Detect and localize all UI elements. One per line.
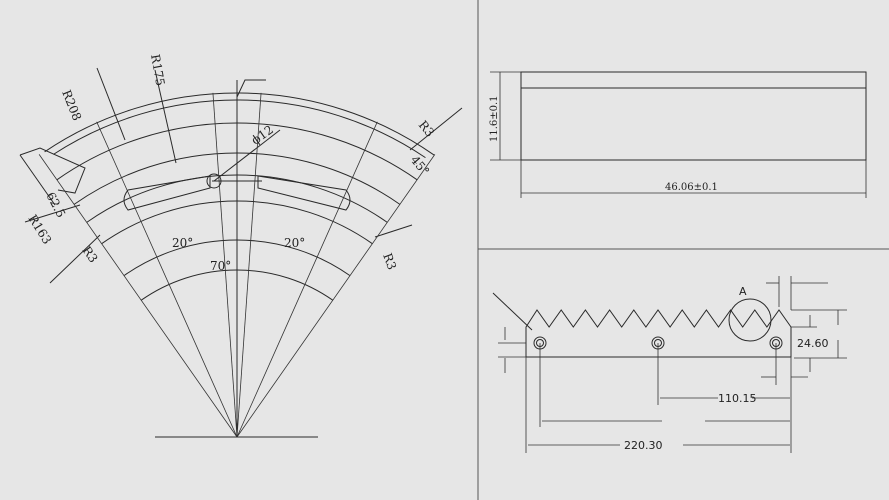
arc-dim-20 (123, 239, 351, 277)
radial-line (38, 154, 238, 438)
arc-r175 (56, 122, 418, 181)
label-r163: R163 (25, 212, 54, 247)
dim-62-5-line (19, 154, 56, 206)
dim-r3-left-line (49, 234, 101, 284)
arc-r163 (101, 200, 373, 245)
dim-r3-right-line (374, 224, 413, 238)
hole-phi12 (206, 173, 222, 189)
label-r175: R175 (148, 53, 167, 87)
radial-line (236, 154, 436, 438)
arc-outer (44, 92, 435, 156)
dim-45-line (409, 107, 463, 151)
arc-slot (86, 174, 388, 223)
label-r208: R208 (59, 88, 84, 123)
r175-leader (154, 69, 177, 164)
label-r3-top: R3 (416, 118, 437, 140)
label-24-60: 24.60 (797, 337, 829, 350)
chamfer-left (19, 147, 86, 194)
arc-mid (73, 152, 401, 205)
label-detail-a: A (739, 285, 747, 298)
leader-top (236, 79, 266, 98)
radial-line (96, 121, 238, 438)
slot-right (257, 175, 351, 211)
label-r3-left: R3 (80, 244, 101, 266)
fan-segment-drawing: R208 R175 62.5 R163 R3 ϕ12 R3 45° R3 20°… (19, 53, 463, 438)
detail-circle-a (728, 298, 772, 342)
rack-leader (492, 292, 533, 331)
label-45deg: 45° (408, 153, 432, 178)
phi12-leader (213, 129, 281, 182)
label-70deg: 70° (210, 259, 231, 273)
r208-leader (96, 67, 126, 141)
arc-dim-70 (140, 269, 334, 301)
label-110-15: 110.15 (718, 392, 757, 405)
bar-outline (520, 71, 867, 161)
rack-drawing: A 110.15 220.30 24.60 (492, 276, 847, 453)
dim-r163-line (24, 204, 81, 223)
bar-drawing: 46.06±0.1 11.6±0.1 (489, 71, 867, 198)
rack-outline (525, 309, 792, 358)
label-width: 46.06±0.1 (665, 182, 718, 193)
label-height: 11.6±0.1 (489, 95, 500, 142)
label-r3-right: R3 (380, 251, 399, 271)
radial-line (236, 92, 262, 438)
slot-left (123, 175, 211, 211)
radial-line (236, 121, 378, 438)
label-220-30: 220.30 (624, 439, 663, 452)
radial-line (212, 92, 238, 438)
arc-outer-inner (53, 99, 426, 159)
